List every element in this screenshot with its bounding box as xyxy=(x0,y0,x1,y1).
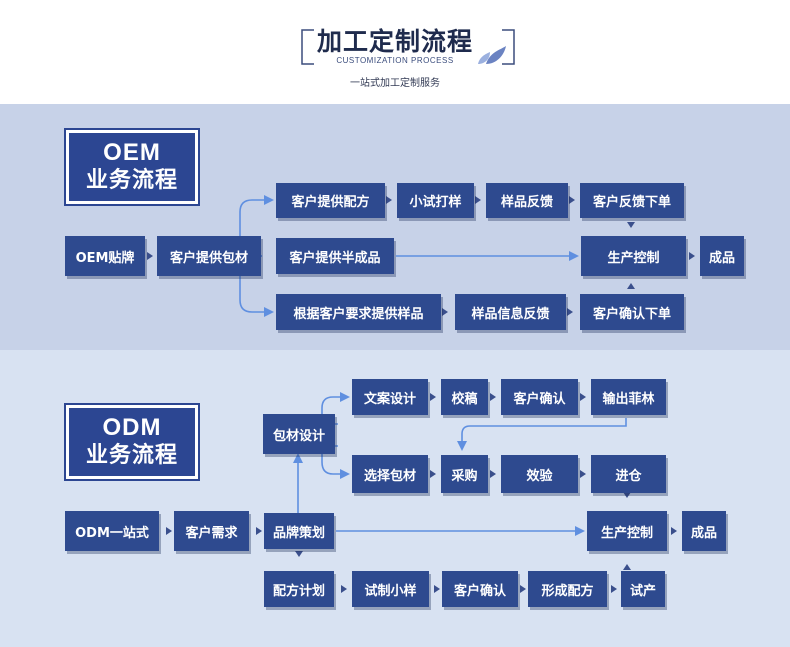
oem-semi-finished-box: 客户提供半成品 xyxy=(276,238,394,274)
oem-start-box: OEM贴牌 xyxy=(65,236,145,276)
odm-trial-production-box: 试产 xyxy=(621,571,665,607)
odm-packaging-design-box: 包材设计 xyxy=(263,414,335,454)
odm-confirm2-box: 客户确认 xyxy=(442,571,518,607)
odm-output-film-box: 输出菲林 xyxy=(591,379,666,415)
oem-feedback-order-box: 客户反馈下单 xyxy=(580,183,684,218)
odm-select-packaging-box: 选择包材 xyxy=(352,455,428,493)
oem-sample-feedback-box: 样品反馈 xyxy=(486,183,568,218)
oem-title-line1: OEM xyxy=(103,139,161,166)
oem-sample-info-feedback-box: 样品信息反馈 xyxy=(455,294,566,330)
odm-trial-sample-box: 试制小样 xyxy=(352,571,429,607)
oem-custom-sample-box: 根据客户要求提供样品 xyxy=(276,294,441,330)
odm-demand-box: 客户需求 xyxy=(174,511,249,551)
oem-title-line2: 业务流程 xyxy=(85,168,178,193)
oem-confirm-order-box: 客户确认下单 xyxy=(580,294,684,330)
header-frame-decoration xyxy=(301,29,515,65)
odm-inspection-box: 效验 xyxy=(501,455,578,493)
oem-provide-packaging-box: 客户提供包材 xyxy=(157,236,261,276)
odm-formula-plan-box: 配方计划 xyxy=(264,571,334,607)
oem-title-card: OEM 业务流程 xyxy=(64,128,200,206)
odm-final-formula-box: 形成配方 xyxy=(528,571,607,607)
odm-purchase-box: 采购 xyxy=(441,455,488,493)
odm-title-card: ODM 业务流程 xyxy=(64,403,200,481)
odm-brand-planning-box: 品牌策划 xyxy=(264,513,334,549)
odm-title-line1: ODM xyxy=(102,414,162,441)
odm-title-line2: 业务流程 xyxy=(85,443,178,468)
page-header: 加工定制流程 CUSTOMIZATION PROCESS 一站式加工定制服务 xyxy=(0,0,790,104)
page-title: 加工定制流程 xyxy=(316,27,473,56)
odm-product-box: 成品 xyxy=(682,511,726,551)
odm-warehouse-box: 进仓 xyxy=(591,455,666,493)
oem-production-box: 生产控制 xyxy=(581,236,686,276)
oem-trial-box: 小试打样 xyxy=(397,183,474,218)
odm-confirm1-box: 客户确认 xyxy=(501,379,578,415)
odm-start-box: ODM一站式 xyxy=(65,511,159,551)
page-subtitle-en: CUSTOMIZATION PROCESS xyxy=(336,56,454,65)
oem-provide-formula-box: 客户提供配方 xyxy=(276,183,385,218)
page-subtitle: 一站式加工定制服务 xyxy=(350,78,440,89)
oem-product-box: 成品 xyxy=(700,236,744,276)
odm-copywriting-box: 文案设计 xyxy=(352,379,428,415)
odm-production-box: 生产控制 xyxy=(587,511,667,551)
odm-proofread-box: 校稿 xyxy=(441,379,488,415)
